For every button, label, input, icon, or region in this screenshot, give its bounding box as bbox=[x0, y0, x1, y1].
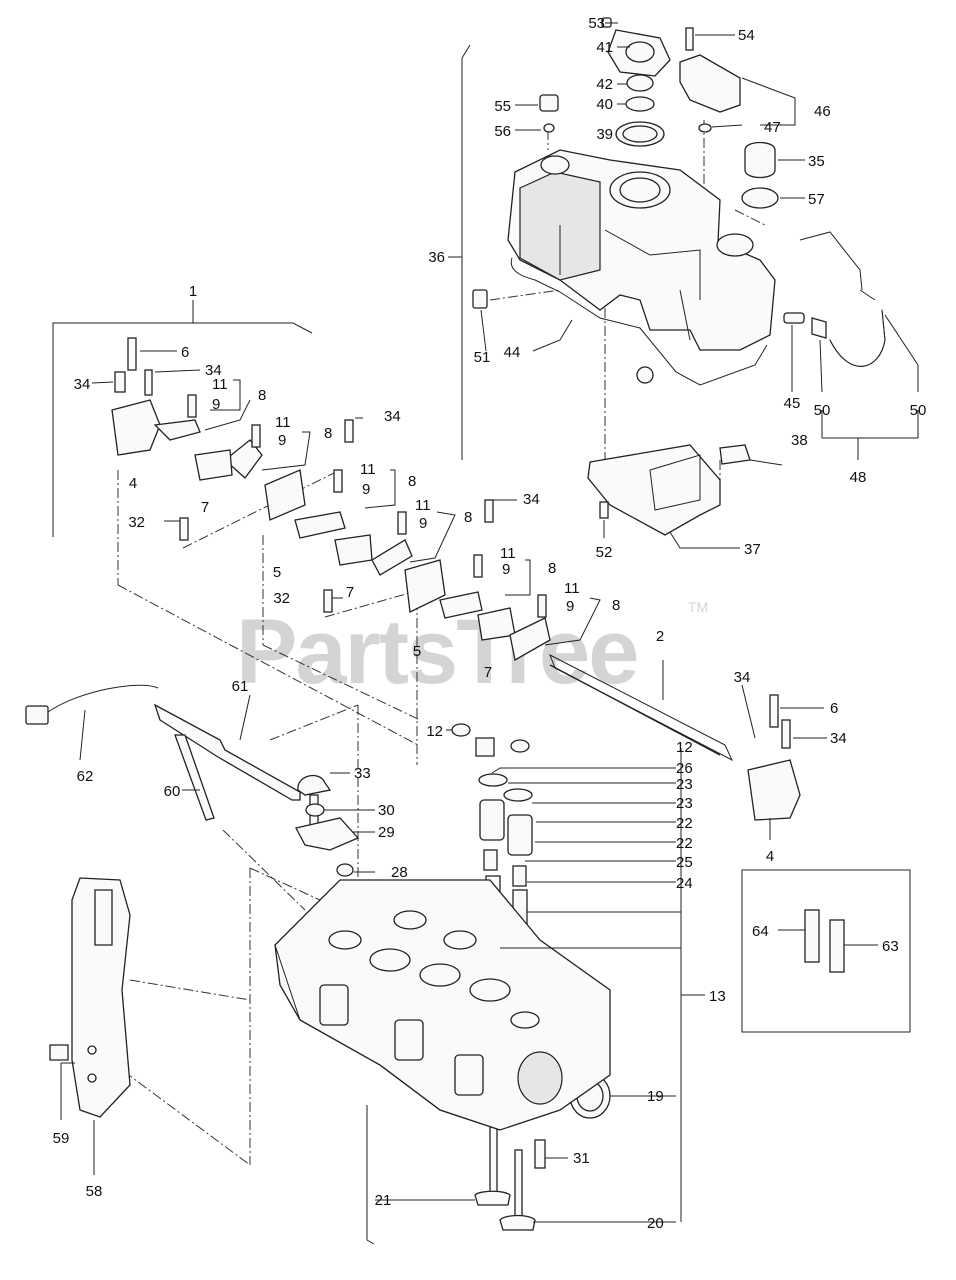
callout-label: 56 bbox=[494, 123, 511, 140]
callout-label: 28 bbox=[391, 864, 408, 881]
callout-label: 26 bbox=[676, 760, 693, 777]
callout-label: 37 bbox=[744, 541, 761, 558]
cover-small-parts bbox=[472, 17, 886, 536]
callout-label: 32 bbox=[273, 590, 290, 607]
callout-label: 8 bbox=[324, 425, 332, 442]
callout-label: 42 bbox=[596, 76, 613, 93]
callout-label: 22 bbox=[676, 815, 693, 832]
callout-label: 11 bbox=[415, 497, 431, 514]
callout-label: 61 bbox=[232, 678, 249, 695]
callout-label: 8 bbox=[548, 560, 556, 577]
callout-label: 7 bbox=[346, 584, 354, 601]
callout-label: 50 bbox=[910, 402, 927, 419]
callout-label: 51 bbox=[474, 349, 491, 366]
callout-label: 39 bbox=[596, 126, 613, 143]
callout-label: 21 bbox=[375, 1192, 392, 1209]
valve-cover bbox=[507, 149, 776, 386]
callout-label: 34 bbox=[734, 669, 751, 686]
callout-labels: 53 41 54 42 46 55 40 56 39 47 35 57 36 1… bbox=[53, 15, 927, 1232]
callout-label: 34 bbox=[523, 491, 540, 508]
callout-label: 34 bbox=[205, 362, 222, 379]
callout-label: 13 bbox=[709, 988, 726, 1005]
callout-label: 35 bbox=[808, 153, 825, 170]
callout-label: 29 bbox=[378, 824, 395, 841]
callout-label: 11 bbox=[500, 545, 516, 562]
callout-label: 9 bbox=[502, 561, 510, 578]
callout-label: 52 bbox=[596, 544, 613, 561]
callout-label: 6 bbox=[181, 344, 189, 361]
callout-label: 11 bbox=[564, 580, 580, 597]
callout-label: 24 bbox=[676, 875, 693, 892]
callout-label: 57 bbox=[808, 191, 825, 208]
callout-label: 46 bbox=[814, 103, 831, 120]
callout-label: 53 bbox=[588, 15, 605, 32]
callout-label: 9 bbox=[278, 432, 286, 449]
callout-label: 34 bbox=[384, 408, 401, 425]
callout-label: 11 bbox=[360, 461, 376, 478]
callout-label: 32 bbox=[128, 514, 145, 531]
callout-label: 33 bbox=[354, 765, 371, 782]
callout-label: 55 bbox=[494, 98, 511, 115]
callout-label: 25 bbox=[676, 854, 693, 871]
group-brackets bbox=[52, 44, 919, 1245]
callout-label: 11 bbox=[275, 414, 291, 431]
callout-label: 48 bbox=[850, 469, 867, 486]
glow-plug-parts bbox=[25, 684, 360, 1118]
callout-label: 6 bbox=[830, 700, 838, 717]
callout-label: 9 bbox=[419, 515, 427, 532]
callout-label: 9 bbox=[362, 481, 370, 498]
callout-label: 7 bbox=[484, 664, 492, 681]
callout-label: 2 bbox=[656, 628, 664, 645]
callout-label: 30 bbox=[378, 802, 395, 819]
callout-label: 9 bbox=[566, 598, 574, 615]
callout-label: 59 bbox=[53, 1130, 70, 1147]
callout-label: 62 bbox=[77, 768, 94, 785]
callout-label: 8 bbox=[408, 473, 416, 490]
cylinder-head bbox=[274, 879, 611, 1131]
callout-label: 22 bbox=[676, 835, 693, 852]
leader-lines bbox=[60, 22, 919, 1223]
inset-box bbox=[741, 869, 911, 1033]
callout-label: 7 bbox=[201, 499, 209, 516]
watermark-text: PartsTree bbox=[236, 601, 637, 703]
callout-label: 5 bbox=[273, 564, 281, 581]
callout-label: 47 bbox=[764, 119, 781, 136]
callout-label: 44 bbox=[504, 344, 521, 361]
callout-label: 20 bbox=[647, 1215, 664, 1232]
callout-label: 9 bbox=[212, 396, 220, 413]
callout-label: 36 bbox=[428, 249, 445, 266]
callout-label: 8 bbox=[464, 509, 472, 526]
callout-label: 19 bbox=[647, 1088, 664, 1105]
callout-label: 63 bbox=[882, 938, 899, 955]
callout-label: 34 bbox=[830, 730, 847, 747]
callout-label: 31 bbox=[573, 1150, 590, 1167]
callout-label: 8 bbox=[612, 597, 620, 614]
callout-label: 41 bbox=[596, 39, 613, 56]
callout-label: 12 bbox=[426, 723, 443, 740]
callout-label: 5 bbox=[413, 643, 421, 660]
callout-label: 60 bbox=[164, 783, 181, 800]
callout-label: 40 bbox=[596, 96, 613, 113]
callout-label: 23 bbox=[676, 795, 693, 812]
callout-label: 50 bbox=[814, 402, 831, 419]
callout-label: 45 bbox=[784, 395, 801, 412]
callout-label: 58 bbox=[86, 1183, 103, 1200]
watermark-tm: TM bbox=[688, 599, 708, 615]
callout-label: 38 bbox=[791, 432, 808, 449]
rocker-assemblies bbox=[111, 337, 801, 821]
callout-label: 11 bbox=[212, 376, 228, 393]
callout-label: 23 bbox=[676, 776, 693, 793]
callout-label: 54 bbox=[738, 27, 755, 44]
callout-label: 1 bbox=[189, 283, 197, 300]
callout-label: 64 bbox=[752, 923, 769, 940]
callout-label: 4 bbox=[129, 475, 137, 492]
callout-label: 8 bbox=[258, 387, 266, 404]
callout-label: 34 bbox=[74, 376, 91, 393]
callout-label: 12 bbox=[676, 739, 693, 756]
callout-label: 4 bbox=[766, 848, 774, 865]
